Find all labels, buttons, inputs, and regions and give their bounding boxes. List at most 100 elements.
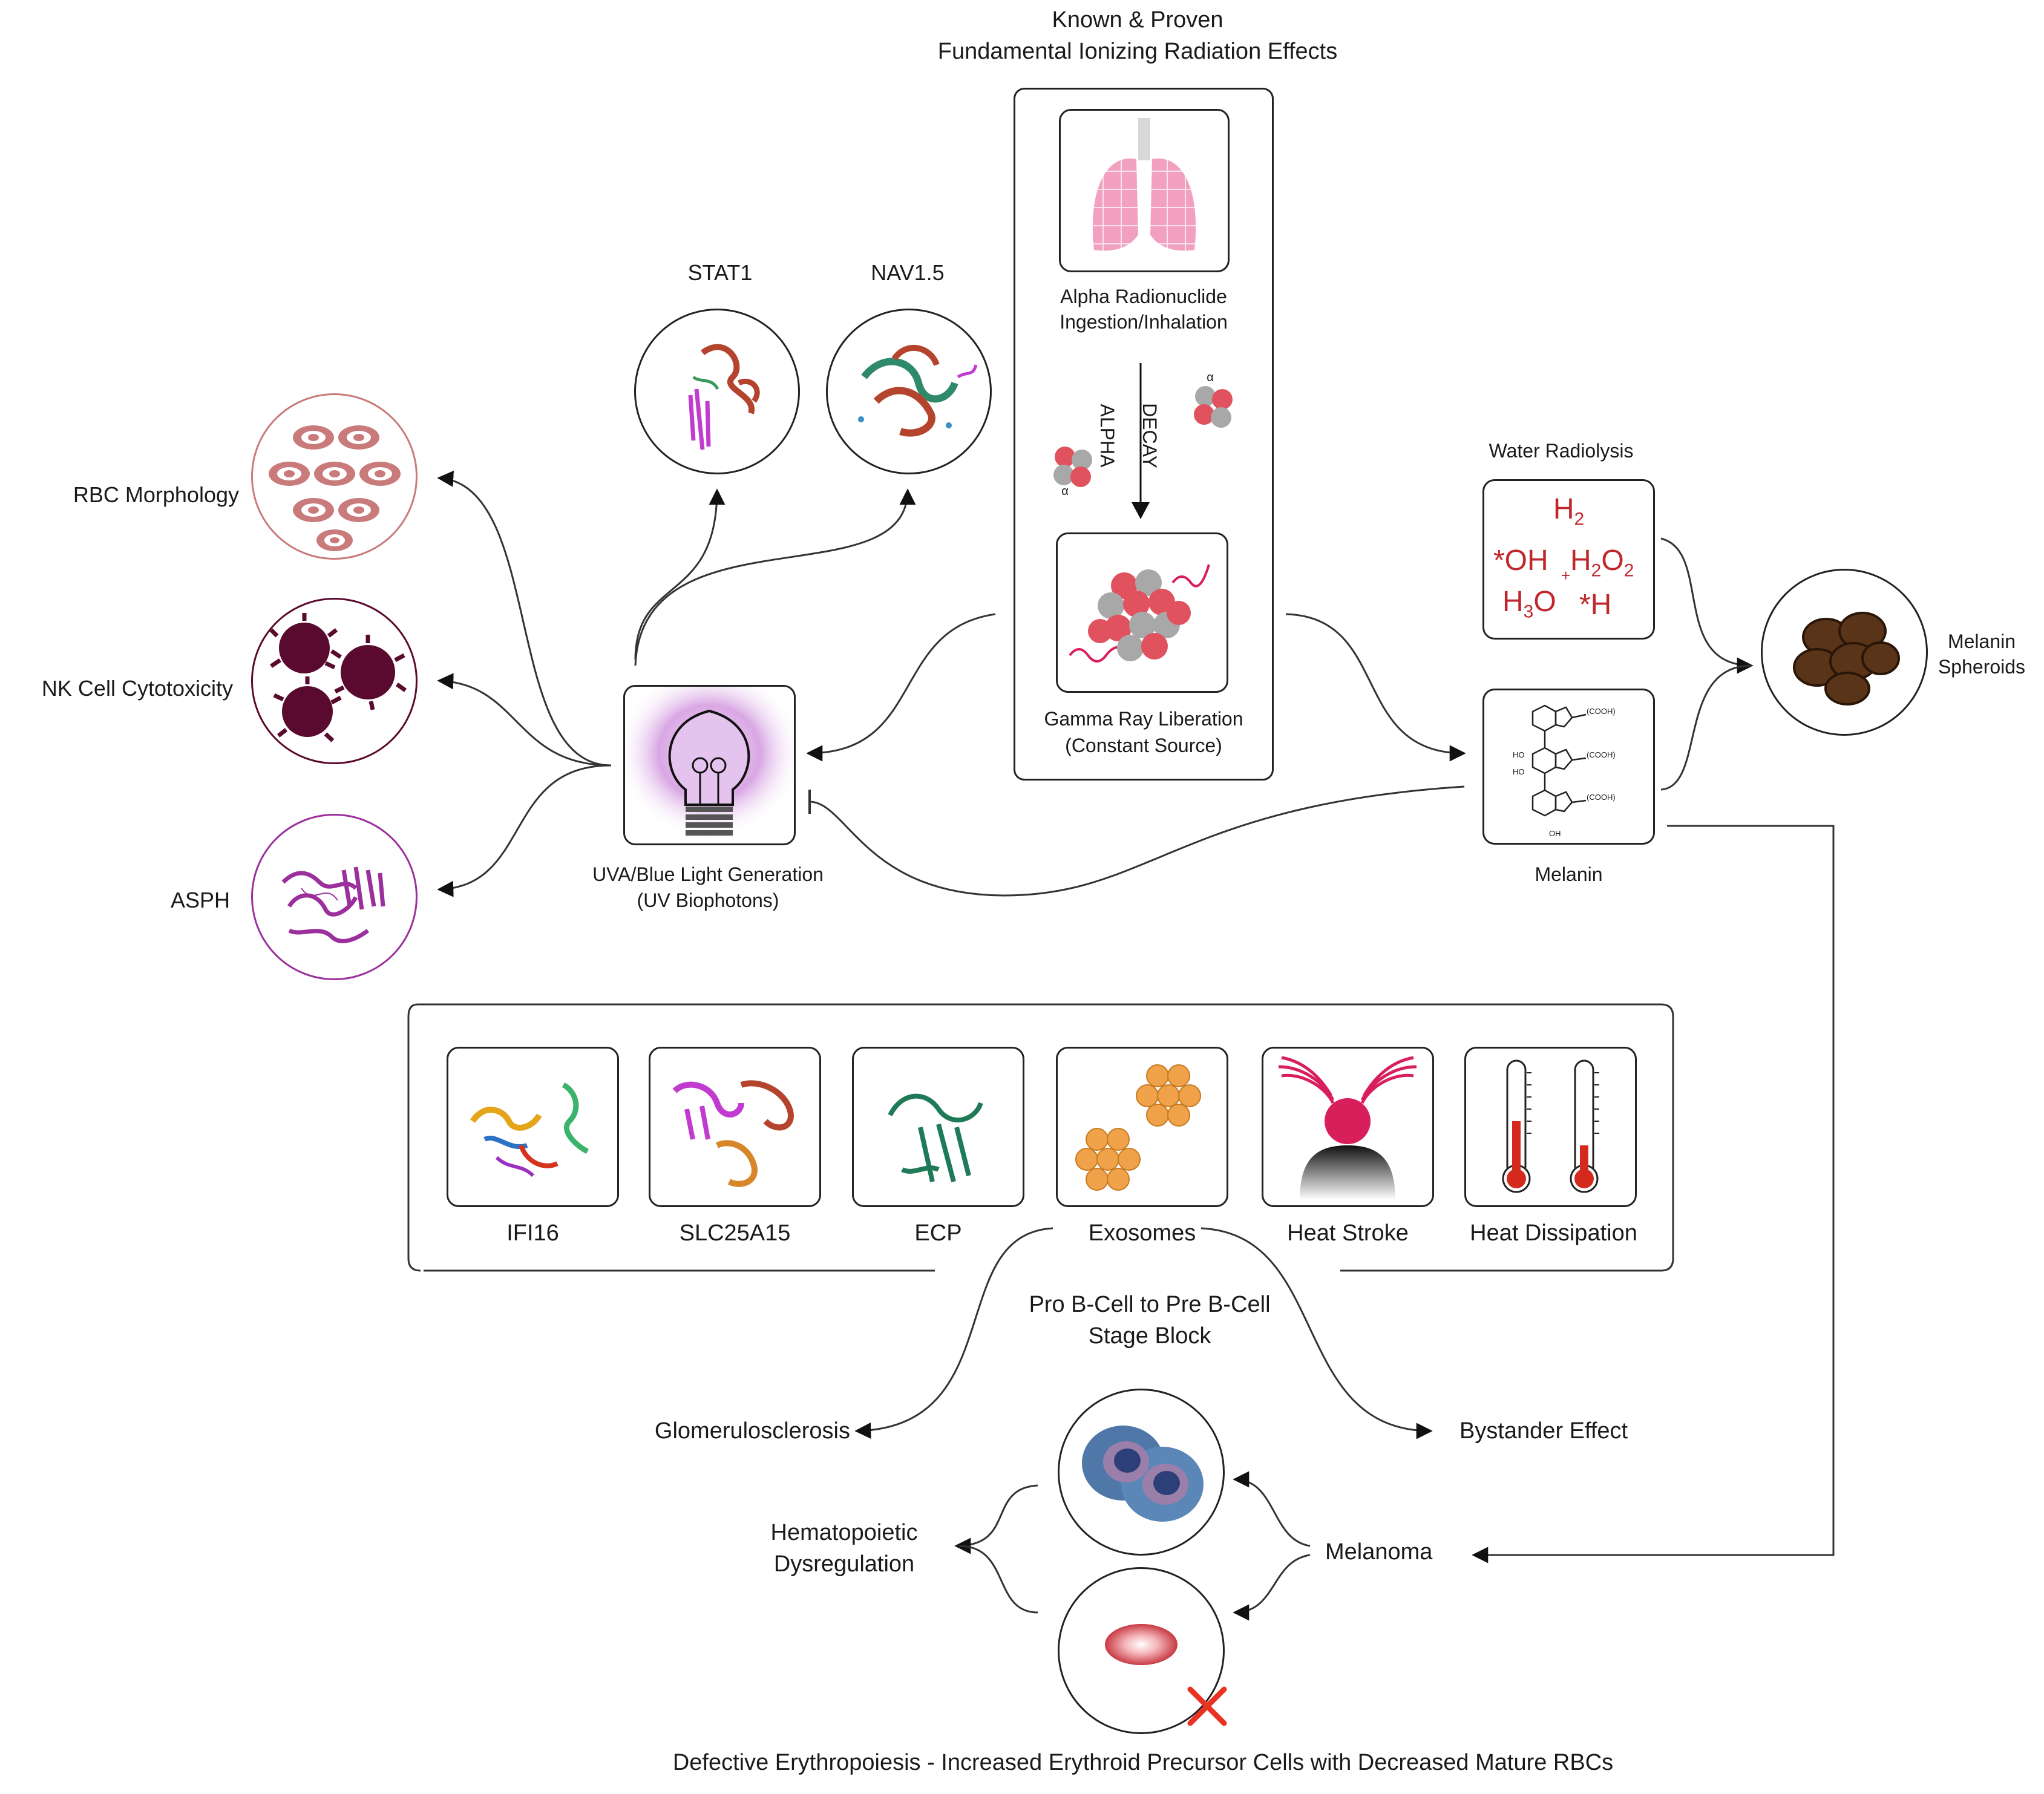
stat1-circle — [634, 309, 800, 474]
light-bulb-panel — [623, 685, 796, 845]
melanin-panel — [1482, 689, 1655, 845]
bystander-effect-label: Bystander Effect — [1459, 1418, 1628, 1444]
inhibit-melanin-to-light — [809, 785, 1465, 897]
hemato-label-line2: Dysregulation — [773, 1551, 915, 1577]
pro-b-label-line1: Pro B-Cell to Pre B-Cell — [1029, 1292, 1271, 1317]
lungs-icon — [1085, 118, 1204, 256]
melanin-oh: OH — [1549, 829, 1561, 838]
melanin-spheroids-circle — [1761, 569, 1928, 736]
ecp-protein-icon — [888, 1093, 983, 1183]
melanoma-label: Melanoma — [1325, 1539, 1433, 1565]
b-cell-circle — [1058, 1389, 1225, 1556]
alpha-label-line1: Alpha Radionuclide — [1060, 286, 1227, 307]
diagram-title-line2: Fundamental Ionizing Radiation Effects — [937, 39, 1338, 64]
arrow-melanin-to-spheroids — [1660, 664, 1752, 791]
alpha-ingestion-panel — [1059, 109, 1230, 272]
arrow-light-to-nk — [437, 673, 612, 767]
nk-cytotoxicity-label: NK Cell Cytotoxicity — [41, 676, 233, 701]
x-mark-icon — [1187, 1686, 1227, 1726]
panel-label-ecp: ECP — [914, 1220, 962, 1246]
water-radiolysis-title: Water Radiolysis — [1489, 440, 1634, 462]
water-plus: + — [1561, 566, 1571, 584]
asph-circle — [251, 814, 418, 980]
arrow-light-to-asph — [437, 764, 612, 897]
water-h-radical: *H — [1579, 589, 1612, 621]
arrow-rbc-to-hemato — [958, 1545, 1038, 1614]
heat-stroke-panel — [1262, 1047, 1434, 1207]
arrow-bcell-to-hemato — [954, 1484, 1038, 1554]
panel-label-exosomes: Exosomes — [1088, 1220, 1196, 1246]
melanin-cooh-2: (COOH) — [1587, 750, 1616, 759]
heat-dissipation-panel — [1464, 1047, 1637, 1207]
defective-erythropoiesis-label: Defective Erythropoiesis - Increased Ery… — [672, 1750, 1614, 1775]
slc25a15-protein-icon — [672, 1080, 794, 1187]
spheroids-icon — [1793, 612, 1900, 705]
arrow-melanoma-to-bcell — [1233, 1471, 1311, 1547]
hemato-label-line1: Hematopoietic — [770, 1520, 918, 1545]
stat1-protein-icon — [688, 344, 760, 450]
light-label-line1: UVA/Blue Light Generation — [592, 863, 824, 885]
gamma-panel — [1056, 532, 1228, 693]
light-bulb-icon — [625, 687, 794, 843]
alpha-label-line2: Ingestion/Inhalation — [1060, 311, 1228, 333]
rbc-cells-icon — [269, 425, 401, 551]
gamma-label-line1: Gamma Ray Liberation — [1044, 708, 1243, 730]
alpha-particle-icon — [1053, 447, 1092, 487]
pro-b-label-line2: Stage Block — [1088, 1323, 1211, 1349]
ifi16-panel — [447, 1047, 619, 1207]
decay-text-decay: DECAY — [1139, 403, 1161, 468]
glomerulosclerosis-label: Glomerulosclerosis — [654, 1418, 850, 1444]
water-h2o2: H2O2 — [1570, 545, 1634, 581]
nav15-circle — [826, 309, 992, 474]
arrow-exosomes-to-bystander — [1201, 1227, 1433, 1439]
melanin-ho-1: HO — [1513, 750, 1525, 759]
asph-protein-icon — [281, 866, 385, 943]
melanin-ho-2: HO — [1513, 767, 1525, 776]
alpha-symbol-left: α — [1061, 485, 1069, 498]
water-oh: *OH — [1493, 545, 1548, 577]
water-h2: H2 — [1553, 493, 1585, 529]
panel-frame — [418, 1003, 1674, 1272]
exosomes-icon — [1075, 1064, 1201, 1191]
asph-label: ASPH — [170, 888, 230, 912]
melanin-label: Melanin — [1535, 863, 1603, 885]
arrow-melanoma-to-rbc — [1233, 1554, 1311, 1621]
nav15-protein-icon — [858, 345, 978, 437]
mature-rbc-circle — [1058, 1567, 1225, 1734]
alpha-symbol-right: α — [1207, 371, 1214, 384]
arrow-gamma-to-light — [806, 613, 996, 762]
nk-cell-circle — [251, 598, 418, 764]
thermometer-icon — [1502, 1059, 1599, 1193]
light-label-line2: (UV Biophotons) — [637, 889, 779, 911]
spheroids-label-line2: Spheroids — [1938, 656, 2026, 678]
arrow-melanin-to-melanoma — [1472, 825, 1835, 1563]
arrow-light-to-rbc — [437, 470, 612, 767]
water-h3o: H3O — [1502, 586, 1556, 622]
panel-label-slc25a15: SLC25A15 — [679, 1220, 791, 1246]
b-cell-icon — [1082, 1426, 1204, 1522]
nav15-label: NAV1.5 — [871, 260, 945, 285]
stat1-label: STAT1 — [687, 260, 753, 285]
panel-label-heat-stroke: Heat Stroke — [1287, 1220, 1409, 1246]
spheroids-label-line1: Melanin — [1947, 630, 2016, 652]
nucleus-icon — [1069, 564, 1210, 663]
nk-cells-icon — [269, 613, 407, 742]
arrow-water-to-spheroids — [1660, 537, 1754, 674]
arrow-gamma-to-melanin — [1285, 613, 1466, 762]
melanin-structure-icon — [1531, 704, 1587, 817]
rbc-morphology-label: RBC Morphology — [73, 482, 239, 507]
melanin-cooh-1: (COOH) — [1587, 707, 1616, 716]
arrow-light-to-nav15 — [634, 488, 916, 666]
water-radiolysis-panel — [1482, 479, 1655, 640]
diagram-title-line1: Known & Proven — [1052, 7, 1223, 33]
panel-label-heat-dissipation: Heat Dissipation — [1470, 1220, 1637, 1246]
rbc-morphology-circle — [251, 393, 418, 560]
panel-label-ifi16: IFI16 — [506, 1220, 559, 1246]
exosomes-panel — [1056, 1047, 1228, 1207]
alpha-decay-arrow — [1132, 363, 1150, 519]
melanin-cooh-3: (COOH) — [1587, 793, 1616, 802]
arrow-exosomes-to-glomerulo — [854, 1227, 1053, 1439]
heat-stroke-icon — [1278, 1056, 1417, 1200]
ecp-panel — [852, 1047, 1024, 1207]
